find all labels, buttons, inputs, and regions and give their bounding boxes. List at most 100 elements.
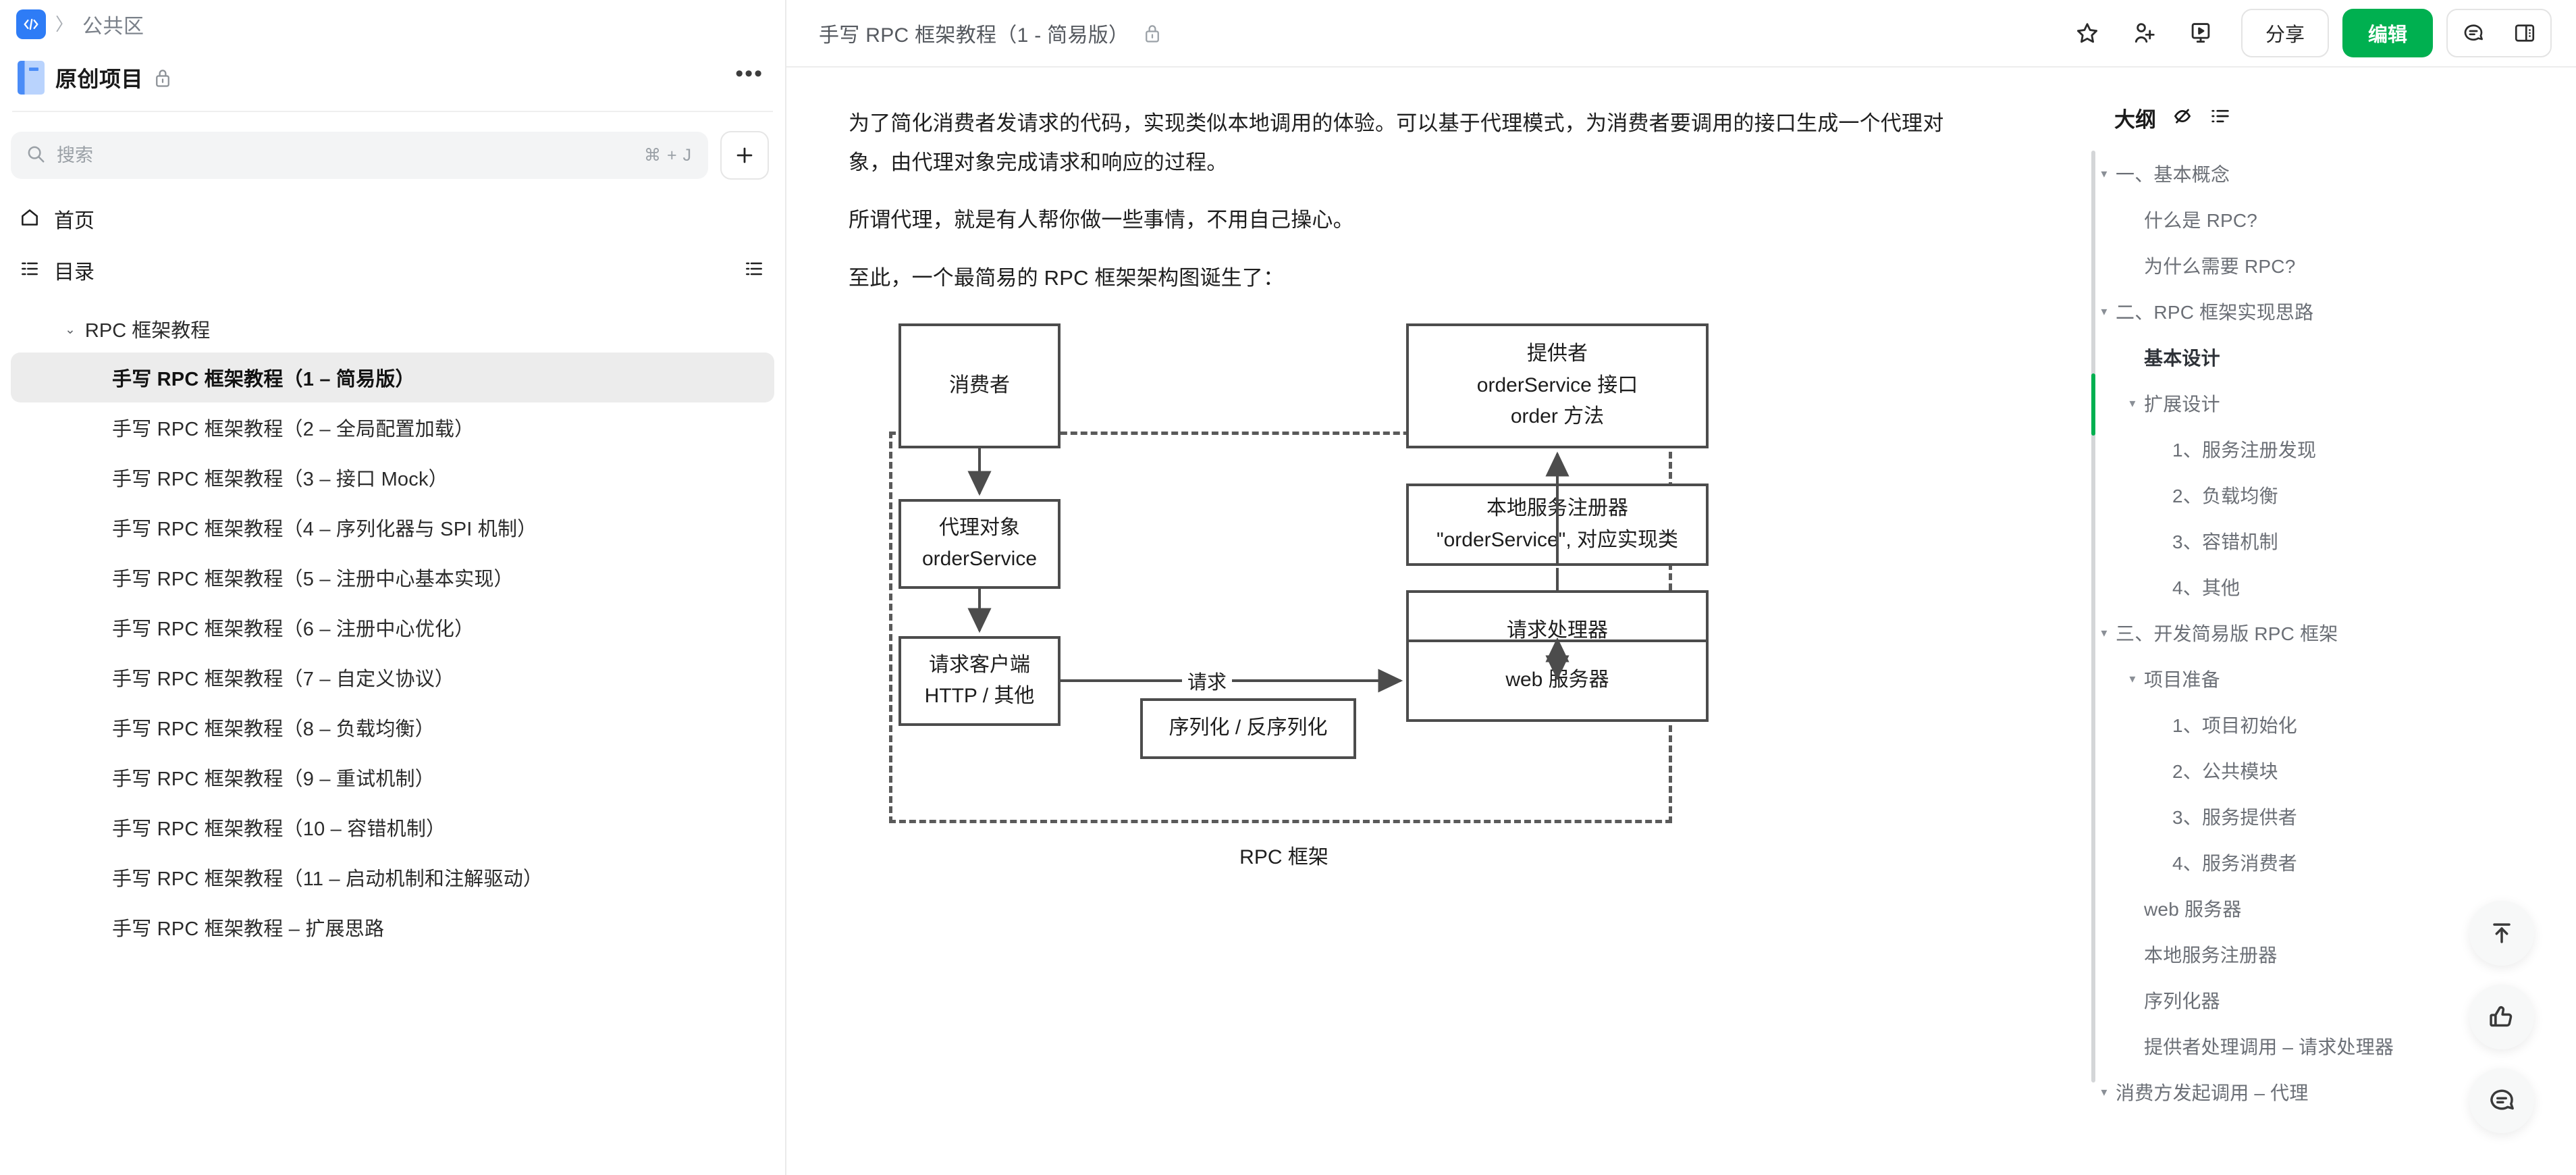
chevron-down-icon[interactable]: ⌄ bbox=[65, 322, 76, 337]
list-item[interactable]: 手写 RPC 框架教程（8 – 负载均衡） bbox=[112, 719, 435, 740]
outline-progress-thumb[interactable] bbox=[2091, 373, 2095, 436]
box-line: 消费者 bbox=[949, 373, 1010, 396]
lock-icon bbox=[154, 68, 171, 88]
search-shortcut-hint: ⌘ + J bbox=[644, 146, 692, 165]
breadcrumb-workspace[interactable]: 公共区 bbox=[82, 16, 144, 38]
outline-item[interactable]: ▾ 项目准备 bbox=[2063, 656, 2556, 702]
outline-item-label: 项目准备 bbox=[2144, 669, 2220, 690]
outline-item-label: 2、负载均衡 bbox=[2172, 486, 2278, 506]
thumbs-up-icon[interactable] bbox=[2469, 985, 2534, 1049]
sidebar-item-catalog[interactable]: 目录 bbox=[0, 244, 785, 296]
diagram-box-proxy: 代理对象 orderService bbox=[898, 498, 1061, 589]
chevron-down-icon[interactable]: ▾ bbox=[2129, 672, 2136, 685]
tree-group-rpc[interactable]: ⌄ RPC 框架教程 bbox=[11, 305, 774, 352]
scroll-to-top-icon[interactable] bbox=[2469, 901, 2534, 966]
outline-item-label: 消费方发起调用 – 代理 bbox=[2116, 1082, 2309, 1103]
list-item[interactable]: 手写 RPC 框架教程（7 – 自定义协议） bbox=[112, 669, 455, 690]
outline-item[interactable]: 提供者处理调用 – 请求处理器 bbox=[2063, 1023, 2556, 1069]
outline-item-label: 提供者处理调用 – 请求处理器 bbox=[2144, 1037, 2394, 1058]
box-line: 请求客户端 bbox=[929, 653, 1030, 676]
outline-item[interactable]: 本地服务注册器 bbox=[2063, 931, 2556, 977]
outline-item-label: 什么是 RPC? bbox=[2144, 210, 2258, 231]
outline-item-label: 序列化器 bbox=[2144, 991, 2220, 1012]
outline-item-label: 1、项目初始化 bbox=[2172, 715, 2297, 736]
eye-off-icon[interactable] bbox=[2171, 105, 2194, 131]
chevron-down-icon[interactable]: ▾ bbox=[2101, 1085, 2108, 1099]
diagram-box-consumer: 消费者 bbox=[898, 323, 1061, 448]
toolbar-actions: 分享 编辑 bbox=[2059, 5, 2552, 61]
search-input[interactable] bbox=[57, 145, 633, 166]
chevron-down-icon[interactable]: ▾ bbox=[2101, 626, 2108, 639]
outline-item[interactable]: 2、公共模块 bbox=[2063, 748, 2556, 793]
outline-item[interactable]: 2、负载均衡 bbox=[2063, 472, 2556, 518]
home-icon bbox=[19, 207, 41, 232]
box-line: orderService 接口 bbox=[1476, 373, 1638, 396]
comment-icon[interactable] bbox=[2448, 10, 2499, 56]
outline-item-label: 一、基本概念 bbox=[2116, 164, 2230, 185]
list-item[interactable]: 手写 RPC 框架教程（10 – 容错机制） bbox=[112, 818, 446, 840]
outline-item[interactable]: 基本设计 bbox=[2063, 334, 2556, 380]
list-item[interactable]: 手写 RPC 框架教程（1 – 简易版） bbox=[11, 352, 774, 402]
diagram-box-serializer: 序列化 / 反序列化 bbox=[1140, 698, 1356, 759]
project-title: 原创项目 bbox=[55, 67, 144, 91]
outline-item[interactable]: 4、其他 bbox=[2063, 564, 2556, 610]
outline-item-label: 二、RPC 框架实现思路 bbox=[2116, 302, 2314, 323]
chevron-down-icon[interactable]: ▾ bbox=[2129, 396, 2136, 410]
presentation-icon[interactable] bbox=[2172, 5, 2229, 61]
outline-item-label: 本地服务注册器 bbox=[2144, 945, 2278, 966]
list-item[interactable]: 手写 RPC 框架教程（5 – 注册中心基本实现） bbox=[112, 569, 514, 590]
search-box[interactable]: ⌘ + J bbox=[11, 132, 708, 179]
add-doc-button[interactable] bbox=[720, 131, 769, 180]
catalog-icon bbox=[19, 258, 41, 283]
list-item[interactable]: 手写 RPC 框架教程（11 – 启动机制和注解驱动） bbox=[112, 868, 543, 890]
outline-item-label: 扩展设计 bbox=[2144, 394, 2220, 415]
search-icon bbox=[26, 144, 46, 167]
outline-item[interactable]: 1、项目初始化 bbox=[2063, 702, 2556, 748]
box-line: order 方法 bbox=[1510, 405, 1605, 428]
add-member-icon[interactable] bbox=[2116, 5, 2172, 61]
outline-item[interactable]: 1、服务注册发现 bbox=[2063, 426, 2556, 472]
catalog-expand-icon[interactable] bbox=[743, 258, 765, 283]
outline-progress-rail[interactable] bbox=[2091, 151, 2095, 1082]
project-book-icon bbox=[18, 61, 45, 95]
share-button[interactable]: 分享 bbox=[2240, 9, 2329, 57]
outline-item[interactable]: 为什么需要 RPC? bbox=[2063, 242, 2556, 288]
outline-item-label: 4、其他 bbox=[2172, 577, 2240, 598]
outline-item[interactable]: web 服务器 bbox=[2063, 885, 2556, 931]
project-more-button[interactable]: ••• bbox=[735, 61, 763, 86]
outline-list-icon[interactable] bbox=[2209, 105, 2232, 131]
outline-item[interactable]: ▾ 消费方发起调用 – 代理 bbox=[2063, 1069, 2556, 1115]
outline-item[interactable]: ▾ 一、基本概念 bbox=[2063, 151, 2556, 197]
sidebar-item-home[interactable]: 首页 bbox=[0, 193, 785, 244]
diagram-box-request-client: 请求客户端 HTTP / 其他 bbox=[898, 635, 1061, 726]
list-item[interactable]: 手写 RPC 框架教程（6 – 注册中心优化） bbox=[112, 619, 475, 640]
diagram-caption: RPC 框架 bbox=[1239, 845, 1329, 868]
list-item[interactable]: 手写 RPC 框架教程（9 – 重试机制） bbox=[112, 768, 435, 790]
outline-item-label: 4、服务消费者 bbox=[2172, 853, 2297, 874]
app-logo-icon[interactable] bbox=[16, 9, 46, 39]
outline-item[interactable]: ▾ 扩展设计 bbox=[2063, 380, 2556, 426]
outline-item-label: 3、容错机制 bbox=[2172, 531, 2278, 552]
chevron-down-icon[interactable]: ▾ bbox=[2101, 167, 2108, 180]
edit-button[interactable]: 编辑 bbox=[2342, 9, 2433, 57]
project-header: 原创项目 ••• bbox=[0, 49, 785, 107]
outline-item[interactable]: 3、服务提供者 bbox=[2063, 793, 2556, 839]
sidebar-item-catalog-label: 目录 bbox=[54, 261, 95, 284]
list-item[interactable]: 手写 RPC 框架教程（4 – 序列化器与 SPI 机制） bbox=[112, 519, 537, 540]
paragraph: 至此，一个最简易的 RPC 框架架构图诞生了： bbox=[849, 265, 1285, 290]
list-item[interactable]: 手写 RPC 框架教程 – 扩展思路 bbox=[112, 918, 385, 940]
comment-bubble-icon[interactable] bbox=[2469, 1068, 2534, 1133]
paragraph: 所谓代理，就是有人帮你做一些事情，不用自己操心。 bbox=[849, 208, 1354, 232]
side-panel-icon[interactable] bbox=[2499, 10, 2550, 56]
chevron-down-icon[interactable]: ▾ bbox=[2101, 305, 2108, 318]
outline-item[interactable]: ▾三、开发简易版 RPC 框架 bbox=[2063, 610, 2556, 656]
list-item[interactable]: 手写 RPC 框架教程（3 – 接口 Mock） bbox=[112, 469, 448, 490]
outline-item[interactable]: 什么是 RPC? bbox=[2063, 197, 2556, 242]
outline-item[interactable]: 3、容错机制 bbox=[2063, 518, 2556, 564]
outline-item[interactable]: 序列化器 bbox=[2063, 977, 2556, 1023]
list-item[interactable]: 手写 RPC 框架教程（2 – 全局配置加载） bbox=[112, 419, 475, 440]
star-icon[interactable] bbox=[2059, 5, 2116, 61]
outline-item[interactable]: 4、服务消费者 bbox=[2063, 839, 2556, 885]
outline-item[interactable]: ▾ 二、RPC 框架实现思路 bbox=[2063, 288, 2556, 334]
diagram-connectors bbox=[967, 448, 1569, 693]
